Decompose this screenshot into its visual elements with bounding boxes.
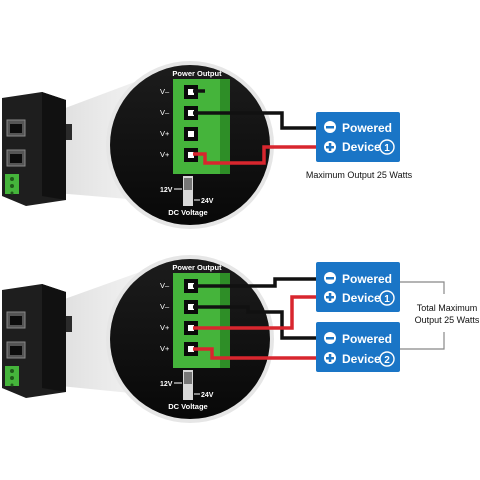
device-number: 1 [384, 294, 390, 305]
terminal-screws [184, 279, 198, 356]
minus-circle-icon [324, 332, 336, 344]
total-bracket [400, 332, 445, 350]
device-label-device: Device [342, 352, 381, 366]
dc-voltage-switch [183, 370, 193, 400]
pin-label-2: V– [160, 302, 170, 311]
wires-bottom [193, 277, 316, 360]
plus-circle-icon [324, 352, 336, 364]
powered-device-2: Powered Device 2 [316, 322, 400, 372]
terminal-screws [184, 85, 198, 162]
device-label-powered: Powered [342, 332, 392, 346]
pin-label-3: V+ [160, 129, 170, 138]
power-output-title: Power Output [172, 69, 222, 78]
dc-voltage-label: DC Voltage [168, 402, 207, 411]
caption-max-output: Maximum Output 25 Watts [306, 170, 413, 180]
total-bracket [400, 281, 445, 294]
pin-label-1: V– [160, 281, 170, 290]
switch-label-24v: 24V [201, 198, 214, 205]
dc-voltage-switch [183, 176, 193, 206]
switch-label-24v: 24V [201, 392, 214, 399]
plus-circle-icon [324, 141, 336, 153]
plus-circle-icon [324, 291, 336, 303]
device-label-powered: Powered [342, 272, 392, 286]
minus-circle-icon [324, 272, 336, 284]
poe-injector-device [2, 284, 72, 398]
pin-label-2: V– [160, 108, 170, 117]
pin-label-4: V+ [160, 344, 170, 353]
pin-label-3: V+ [160, 323, 170, 332]
switch-label-12v: 12V [160, 381, 173, 388]
device-number: 1 [384, 143, 390, 154]
powered-device-1: Powered Device 1 [316, 262, 400, 312]
device-label-device: Device [342, 140, 381, 154]
bottom-diagram: Power Output V– V– V+ V+ 12V 24V DC Volt… [2, 255, 480, 423]
poe-injector-device [2, 92, 72, 206]
pin-label-1: V– [160, 87, 170, 96]
powered-device-1: Powered Device 1 [316, 112, 400, 162]
magnified-panel: Power Output V– V– V+ V+ 12V 24V DC Volt… [106, 61, 274, 229]
device-number: 2 [384, 355, 390, 366]
top-diagram: Power Output V– V– V+ V+ 12V 24V DC Volt… [2, 61, 413, 229]
pin-label-4: V+ [160, 150, 170, 159]
device-label-powered: Powered [342, 121, 392, 135]
wires-top [193, 89, 316, 165]
caption-total-line2: Output 25 Watts [415, 315, 480, 325]
switch-label-12v: 12V [160, 187, 173, 194]
magnified-panel: Power Output V– V– V+ V+ 12V 24V DC Volt… [106, 255, 274, 423]
minus-circle-icon [324, 121, 336, 133]
device-label-device: Device [342, 291, 381, 305]
dc-voltage-label: DC Voltage [168, 208, 207, 217]
power-output-title: Power Output [172, 263, 222, 272]
caption-total-line1: Total Maximum [417, 303, 478, 313]
